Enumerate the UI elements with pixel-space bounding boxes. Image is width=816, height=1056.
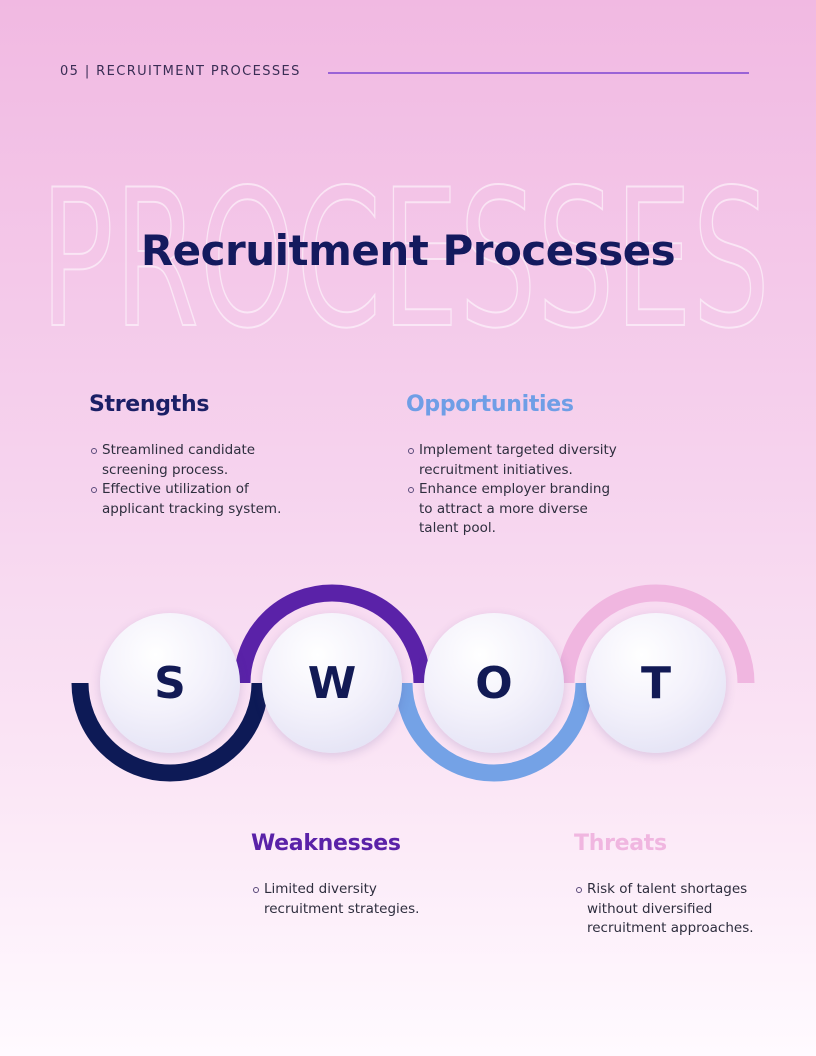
header-label: 05 | RECRUITMENT PROCESSES	[60, 64, 301, 79]
list-item: Risk of talent shortages without diversi…	[574, 880, 774, 939]
weaknesses-list: Limited diversity recruitment strategies…	[251, 880, 451, 919]
watermark-text: PROCESSES	[40, 150, 770, 350]
list-item: Implement targeted diversity recruitment…	[406, 441, 626, 480]
threats-title: Threats	[574, 831, 667, 856]
threats-list: Risk of talent shortages without diversi…	[574, 880, 774, 939]
watermark: PROCESSES	[39, 150, 771, 350]
threats-arc	[557, 584, 755, 684]
swot-letter-s: S	[154, 657, 186, 709]
weaknesses-section: Weaknesses Limited diversity recruitment…	[251, 831, 451, 919]
swot-letter-t: T	[640, 657, 671, 709]
swot-arcs	[71, 584, 755, 782]
opportunities-arc	[395, 682, 593, 782]
header-rule	[328, 72, 749, 74]
swot-circle-w: W	[262, 613, 402, 753]
opportunities-list: Implement targeted diversity recruitment…	[406, 441, 626, 539]
swot-letter-w: W	[307, 657, 357, 709]
list-item: Limited diversity recruitment strategies…	[251, 880, 451, 919]
swot-circle-o: O	[424, 613, 564, 753]
page-title: Recruitment Processes	[140, 226, 676, 275]
opportunities-title: Opportunities	[406, 392, 574, 417]
weaknesses-title: Weaknesses	[251, 831, 401, 856]
strengths-list: Streamlined candidate screening process.…	[89, 441, 289, 519]
strengths-title: Strengths	[89, 392, 210, 417]
list-item: Enhance employer branding to attract a m…	[406, 480, 626, 539]
threats-section: Threats Risk of talent shortages without…	[574, 831, 774, 939]
swot-circle-t: T	[586, 613, 726, 753]
list-item: Streamlined candidate screening process.	[89, 441, 289, 480]
strengths-section: Strengths Streamlined candidate screenin…	[89, 392, 289, 519]
list-item: Effective utilization of applicant track…	[89, 480, 289, 519]
strengths-arc	[71, 682, 269, 782]
opportunities-section: Opportunities Implement targeted diversi…	[406, 392, 626, 539]
swot-letter-o: O	[475, 657, 513, 709]
swot-circle-s: S	[100, 613, 240, 753]
weaknesses-arc	[233, 584, 431, 684]
